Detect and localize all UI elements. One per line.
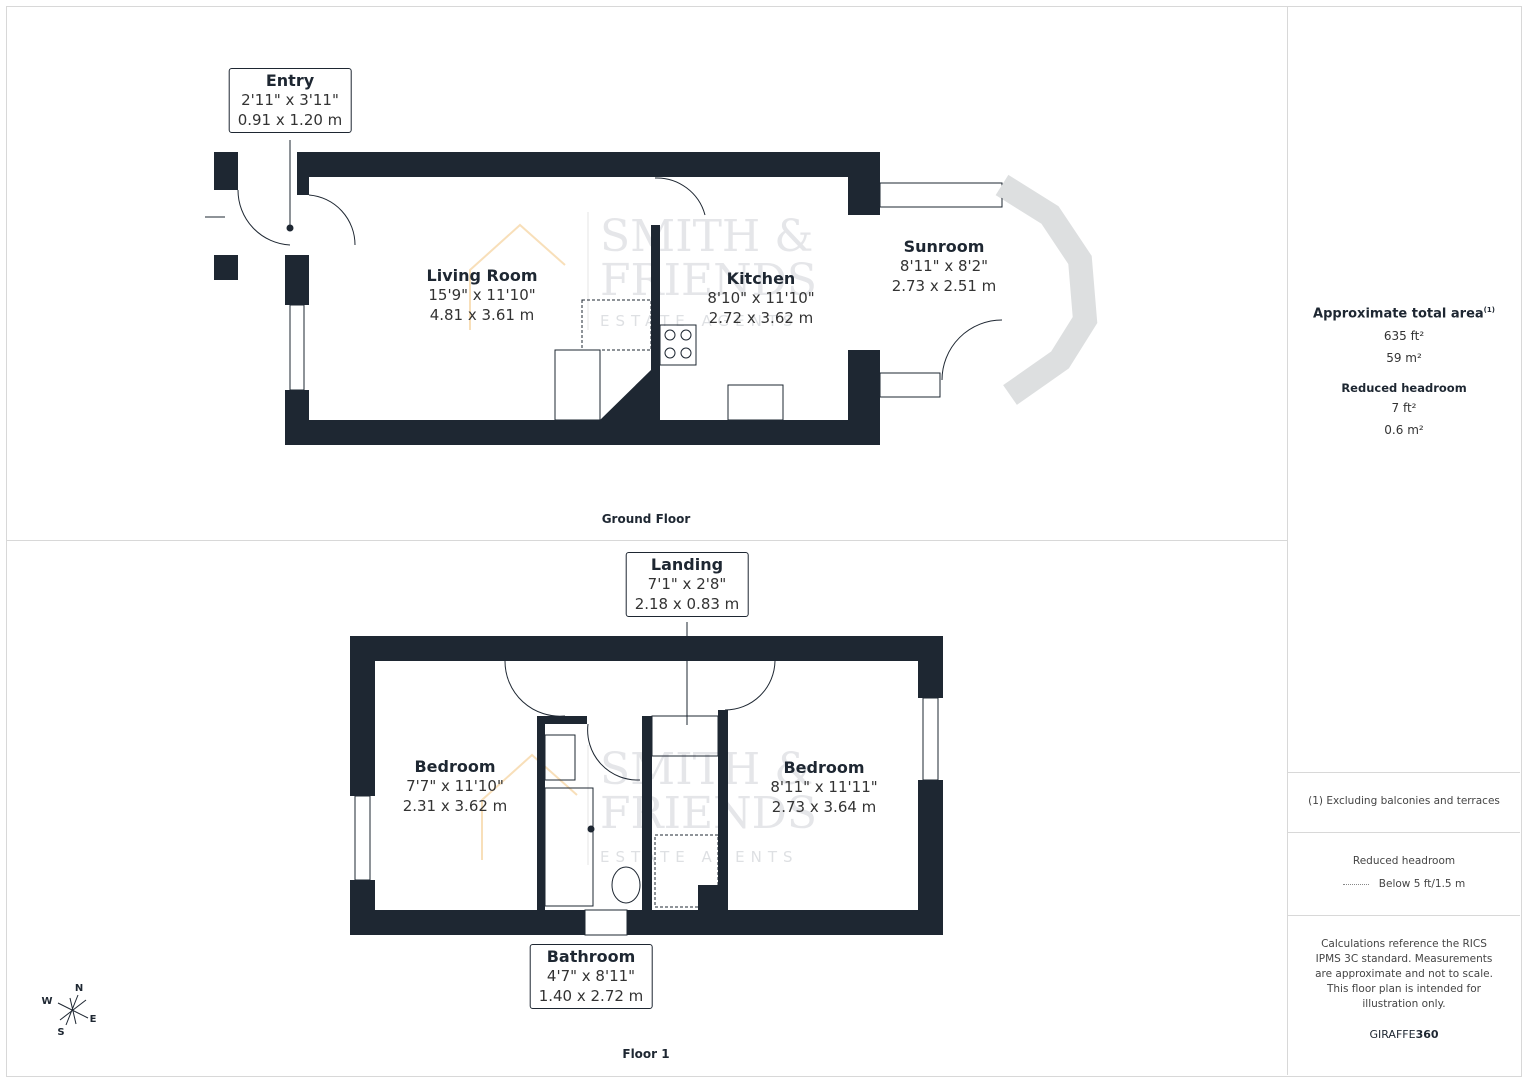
footnote-marker: (1) xyxy=(1483,306,1495,314)
compass-e: E xyxy=(89,1014,97,1025)
total-area-m: 59 m² xyxy=(1386,351,1422,366)
disclaimer: Calculations reference the RICS IPMS 3C … xyxy=(1315,938,1493,1010)
area-summary: Approximate total area(1) 635 ft² 59 m² … xyxy=(1288,306,1520,441)
total-area-ft: 635 ft² xyxy=(1383,329,1425,344)
brand-logo: GIRAFFE360 xyxy=(1369,1028,1439,1041)
room-label-bathroom: Bathroom 4'7" x 8'11" 1.40 x 2.72 m xyxy=(529,944,653,1009)
watermark-subtitle: ESTATE AGENTS xyxy=(600,312,799,330)
footnote: (1) Excluding balconies and terraces xyxy=(1308,795,1500,807)
room-label-entry: Entry 2'11" x 3'11" 0.91 x 1.20 m xyxy=(228,68,352,133)
divider xyxy=(1288,915,1520,916)
total-area-title: Approximate total area xyxy=(1313,306,1484,322)
floor-title-ground: Ground Floor xyxy=(601,512,691,526)
compass-icon xyxy=(57,994,89,1026)
compass-s: S xyxy=(57,1027,65,1038)
floor-title-floor-1: Floor 1 xyxy=(622,1047,670,1061)
watermark: SMITH &FRIENDS xyxy=(600,211,818,306)
legend-item: Below 5 ft/1.5 m xyxy=(1378,878,1466,890)
compass-w: W xyxy=(41,996,53,1007)
legend: Reduced headroom Below 5 ft/1.5 m xyxy=(1288,854,1520,892)
legend-title: Reduced headroom xyxy=(1352,855,1456,867)
room-label-bedroom-2: Bedroom 8'11" x 11'11" 2.73 x 3.64 m xyxy=(770,758,878,816)
divider xyxy=(1288,832,1520,833)
compass-n: N xyxy=(74,983,84,994)
reduced-area-m: 0.6 m² xyxy=(1384,423,1424,438)
dotted-line-icon xyxy=(1342,883,1369,885)
room-label-bedroom-1: Bedroom 7'7" x 11'10" 2.31 x 3.62 m xyxy=(402,757,508,815)
room-label-kitchen: Kitchen 8'10" x 11'10" 2.72 x 3.62 m xyxy=(707,269,815,327)
divider xyxy=(1288,772,1520,773)
reduced-area-ft: 7 ft² xyxy=(1391,401,1417,416)
watermark: SMITH &FRIENDS xyxy=(600,744,818,839)
room-label-landing: Landing 7'1" x 2'8" 2.18 x 0.83 m xyxy=(625,552,749,617)
room-label-living-room: Living Room 15'9" x 11'10" 4.81 x 3.61 m xyxy=(426,266,538,324)
sidebar-divider xyxy=(1287,6,1288,1075)
room-label-sunroom: Sunroom 8'11" x 8'2" 2.73 x 2.51 m xyxy=(891,237,997,295)
reduced-headroom-title: Reduced headroom xyxy=(1341,381,1467,396)
outer-frame xyxy=(6,6,1522,1077)
floor-divider xyxy=(6,540,1287,541)
